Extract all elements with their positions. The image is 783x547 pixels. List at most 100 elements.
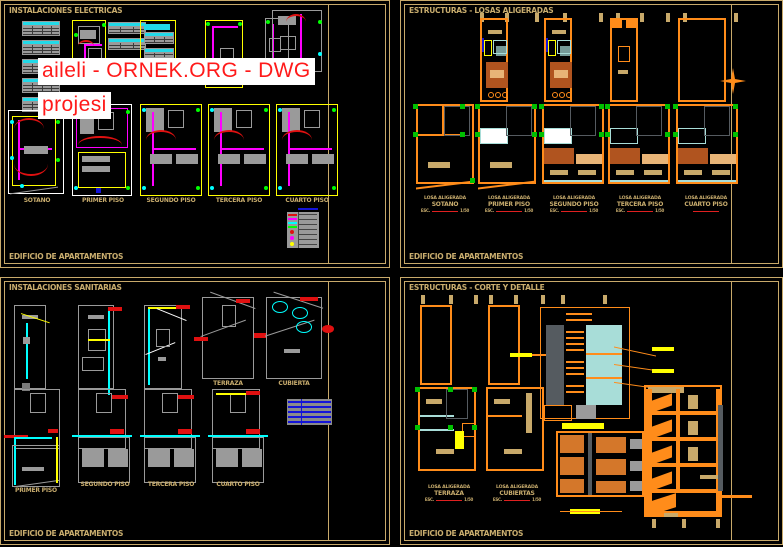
room-tag xyxy=(22,467,44,471)
stair-symbol xyxy=(162,393,178,413)
opening xyxy=(678,128,706,144)
node xyxy=(206,22,210,26)
plan-fill xyxy=(82,156,110,162)
room-tag xyxy=(22,315,38,319)
footing xyxy=(576,405,596,419)
slab-hatch xyxy=(554,70,568,78)
furniture xyxy=(630,481,642,491)
column xyxy=(676,389,680,493)
column-node xyxy=(448,425,453,430)
sheet-bottom-left[interactable]: INSTALACIONES SANITARIAS EDIFICIO DE APA… xyxy=(0,277,390,545)
plan-label: CUARTO PISO xyxy=(216,481,260,488)
node xyxy=(126,186,130,190)
plan-fill xyxy=(218,154,240,164)
fixture xyxy=(108,307,122,311)
node xyxy=(56,120,60,124)
title-block-column xyxy=(731,281,779,541)
column-node xyxy=(539,132,544,137)
plan-outline xyxy=(266,297,322,379)
furniture xyxy=(560,479,584,493)
plan-fill xyxy=(312,154,334,164)
plan-outline xyxy=(205,20,243,88)
room-tag xyxy=(552,30,566,34)
sheet-title-top: ESTRUCTURAS - LOSAS ALIGERADAS xyxy=(409,6,554,15)
footing xyxy=(544,405,572,421)
sheet-top-right[interactable]: ESTRUCTURAS - LOSAS ALIGERADAS EDIFICIO … xyxy=(400,0,783,268)
room-tag xyxy=(284,349,300,353)
floor-slab xyxy=(646,489,720,493)
room-tag xyxy=(644,170,662,175)
column-node xyxy=(665,104,670,109)
slab-hatch xyxy=(610,148,640,164)
leader-tag xyxy=(652,369,674,373)
plan-fill xyxy=(150,154,172,164)
plan-outline xyxy=(144,389,192,449)
sheet-outer-border xyxy=(0,277,390,545)
arc-line xyxy=(146,130,176,150)
rebar xyxy=(566,331,584,333)
arc-line xyxy=(78,40,94,52)
schedule-table xyxy=(22,40,60,55)
slab-hatch xyxy=(642,154,668,164)
grid-bubble xyxy=(561,295,565,304)
column-node xyxy=(673,104,678,109)
boundary-line xyxy=(678,180,736,182)
furniture xyxy=(630,439,642,449)
node xyxy=(278,186,282,190)
node xyxy=(266,20,270,24)
slab-edge xyxy=(648,387,684,393)
arc-line xyxy=(14,152,48,176)
plan-label: LOSA ALIGERADA SEGUNDO PISO ESC.1/50 xyxy=(549,196,599,213)
plan-label: SOTANO xyxy=(23,197,51,204)
pipe-line xyxy=(72,435,132,437)
grid-bubble xyxy=(535,13,539,22)
sheet-top-left[interactable]: INSTALACIONES ELECTRICAS EDIFICIO DE APA… xyxy=(0,0,390,268)
title-block-column xyxy=(731,4,779,264)
floor-slab xyxy=(646,411,720,415)
stair-symbol xyxy=(506,106,532,136)
fixture xyxy=(48,429,58,433)
column xyxy=(646,389,652,515)
arc-line xyxy=(286,14,306,30)
node xyxy=(495,92,501,98)
plan-label: LOSA ALIGERADA CUARTO PISO xyxy=(673,196,739,213)
plan-outline xyxy=(12,445,60,487)
plan-fill xyxy=(214,108,232,132)
slab-hatch xyxy=(678,148,708,164)
stair-symbol xyxy=(570,106,596,136)
circuit-line xyxy=(152,148,196,150)
column-node xyxy=(605,104,610,109)
fixture xyxy=(246,391,260,395)
circuit-line xyxy=(272,24,274,66)
leader-line xyxy=(532,354,546,356)
wall-fill xyxy=(546,325,564,405)
floor-slab xyxy=(646,463,720,467)
node xyxy=(196,108,200,112)
legend-table xyxy=(287,208,319,248)
title-block-column xyxy=(328,4,386,264)
node xyxy=(502,92,508,98)
watermark-line-1: aileli - ORNEK.ORG - DWG xyxy=(38,58,315,85)
circuit-line xyxy=(18,120,20,180)
plan-outline xyxy=(208,104,270,196)
beam-fill xyxy=(526,393,532,433)
slab-hatch xyxy=(490,70,504,78)
schedule-table xyxy=(22,21,60,36)
column-node xyxy=(733,132,738,137)
opening xyxy=(610,128,638,144)
fixture xyxy=(156,329,170,347)
title-block-column xyxy=(328,281,386,541)
fixture xyxy=(272,301,288,313)
sheet-bottom-right[interactable]: ESTRUCTURAS - CORTE Y DETALLE EDIFICIO D… xyxy=(400,277,783,545)
plan-label-terraza: TERRAZA xyxy=(213,380,243,387)
grid-bubble xyxy=(489,295,493,304)
room-tag xyxy=(494,399,510,404)
node xyxy=(318,52,322,56)
column-node xyxy=(460,132,465,137)
column-node xyxy=(413,104,418,109)
fixture xyxy=(254,333,266,338)
node xyxy=(142,108,146,112)
slab-fill xyxy=(612,20,622,28)
plan-fill xyxy=(174,449,194,467)
